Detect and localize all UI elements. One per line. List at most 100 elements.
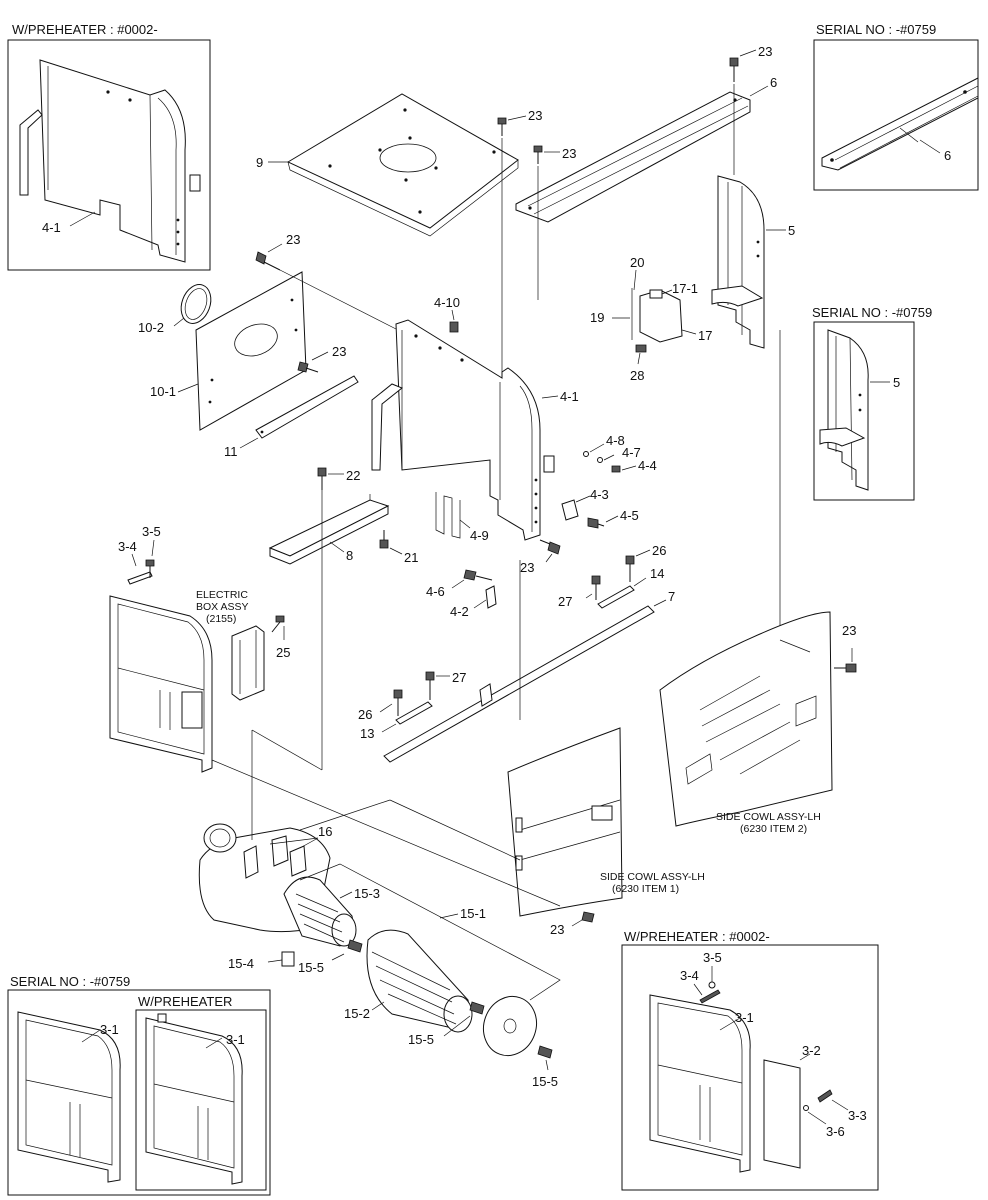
frame-side-tab	[371, 383, 403, 471]
bracket-4-3: 4-3 4-5	[561, 487, 639, 529]
cleaner-inlet	[203, 823, 237, 853]
wingnut-15-5-a	[347, 939, 363, 953]
callout-17: 17	[698, 328, 712, 343]
callout-7: 7	[668, 589, 675, 604]
callout-15-2: 15-2	[344, 1006, 370, 1021]
end-cover	[483, 995, 537, 1057]
post-edges	[727, 182, 743, 335]
electric-box-label-3: (2155)	[206, 613, 236, 625]
filter-15-2-end	[443, 995, 473, 1033]
callout-3-5: 3-5	[142, 524, 161, 539]
bolt-23-cowl-1	[581, 911, 595, 923]
electric-box-label-2: BOX ASSY	[196, 601, 249, 613]
washer-4-7	[597, 457, 603, 463]
end-cover-hub	[503, 1018, 517, 1034]
rod-clip	[479, 683, 493, 707]
cowl-body	[507, 727, 623, 917]
bolt-23-top-right: 23	[729, 44, 772, 175]
inset-frame	[813, 39, 979, 191]
callout-4-7: 4-7	[622, 445, 641, 460]
inset-frame	[813, 321, 915, 501]
panel-edges	[153, 1025, 235, 1169]
cowl-2-label-1: SIDE COWL ASSY-LH	[716, 811, 821, 823]
callout-4-10: 4-10	[434, 295, 460, 310]
inset-bottom-left: SERIAL NO : -#0759 W/PREHEATER 3-1 3-1	[7, 974, 271, 1196]
left-side-panel: 3-4 3-5	[109, 524, 213, 773]
latch-14: 26 14 27	[558, 543, 666, 609]
callout-23-f: 23	[520, 560, 534, 575]
air-cleaner-assy: 16 15-3 15-4 15-5 15-2 15-5 15-5 15-1	[198, 823, 561, 1089]
rail-body	[255, 375, 359, 439]
bolt-23-bracket: 23	[533, 145, 576, 300]
screw-4-4	[611, 465, 621, 473]
callout-15-1: 15-1	[460, 906, 486, 921]
frame-tab	[19, 109, 43, 196]
clip-3-4-main	[127, 571, 153, 585]
bolt-28	[635, 344, 647, 353]
callout-23-d: 23	[286, 232, 300, 247]
cowl-body	[659, 611, 833, 827]
clip-3-4	[699, 989, 721, 1004]
frame-bracket	[543, 455, 555, 473]
callout-4-8: 4-8	[606, 433, 625, 448]
inset-top-right: SERIAL NO : -#0759 6	[813, 22, 979, 191]
cover-plate-10-1: 10-1	[150, 271, 307, 431]
tank-cap-17-1	[649, 289, 663, 299]
bracket-edges	[527, 97, 749, 215]
inset-frame	[7, 39, 211, 271]
cowl-1-label-1: SIDE COWL ASSY-LH	[600, 871, 705, 883]
cowl-handles	[685, 695, 817, 785]
callout-9: 9	[256, 155, 263, 170]
callout-4-1-inset: 4-1	[42, 220, 61, 235]
inset-top-left: W/PREHEATER : #0002- 4-1	[7, 22, 211, 271]
rod-body	[383, 605, 655, 763]
callout-3-6: 3-6	[826, 1124, 845, 1139]
filter-15-3-end	[331, 913, 357, 947]
side-panel-3-1-a	[17, 1011, 121, 1183]
frame-4-1: 4-1 4-10	[371, 295, 579, 541]
panel-body	[109, 595, 213, 773]
callout-15-5-b: 15-5	[408, 1032, 434, 1047]
cowl-lines	[519, 799, 621, 861]
bolt-27-b	[425, 671, 435, 681]
box-body	[231, 625, 265, 701]
callout-26-a: 26	[652, 543, 666, 558]
inset-inner-frame	[135, 1009, 267, 1191]
callout-14: 14	[650, 566, 664, 581]
callout-4-6: 4-6	[426, 584, 445, 599]
electric-box-label-1: ELECTRIC	[196, 589, 248, 601]
cowl-2-label-2: (6230 ITEM 2)	[740, 823, 807, 835]
bracket-body	[515, 91, 751, 223]
callout-4-9: 4-9	[470, 528, 489, 543]
panel-edges	[117, 603, 205, 755]
post-5: 5	[711, 175, 795, 640]
callout-27-a: 27	[558, 594, 572, 609]
callout-22: 22	[346, 468, 360, 483]
callout-3-5-b: 3-5	[703, 950, 722, 965]
wingnut-15-5-b	[469, 1001, 485, 1015]
plate-hole	[234, 323, 278, 357]
callout-27-b: 27	[452, 670, 466, 685]
latch-13: 27 26 13	[358, 670, 466, 741]
assembly-guide-lines	[211, 490, 811, 907]
callout-11: 11	[224, 444, 238, 459]
callout-20: 20	[630, 255, 644, 270]
tray-8: 8	[268, 494, 390, 565]
inset-caption: SERIAL NO : -#0759	[10, 974, 130, 989]
bracket-15-1-leader	[299, 863, 561, 1001]
callout-8: 8	[346, 548, 353, 563]
callout-6: 6	[770, 75, 777, 90]
frame-edges	[47, 66, 177, 255]
inset-bottom-right: W/PREHEATER : #0002- 3-1 3-2 3-3 3-6 3-5…	[621, 929, 879, 1191]
bolt-23-frame: 23	[520, 539, 561, 575]
callout-10-2: 10-2	[138, 320, 164, 335]
tank-17: 20 17-1 19 17 28	[590, 255, 712, 383]
washer-4-8	[583, 451, 589, 457]
panel-edges	[25, 1019, 113, 1166]
bracket-edges	[834, 85, 979, 169]
callout-15-5-a: 15-5	[298, 960, 324, 975]
frame-4-1-inset	[39, 59, 186, 263]
inset-caption: SERIAL NO : -#0759	[812, 305, 932, 320]
fasteners-4-4-to-4-8: 4-8 4-7 4-4	[583, 433, 657, 473]
